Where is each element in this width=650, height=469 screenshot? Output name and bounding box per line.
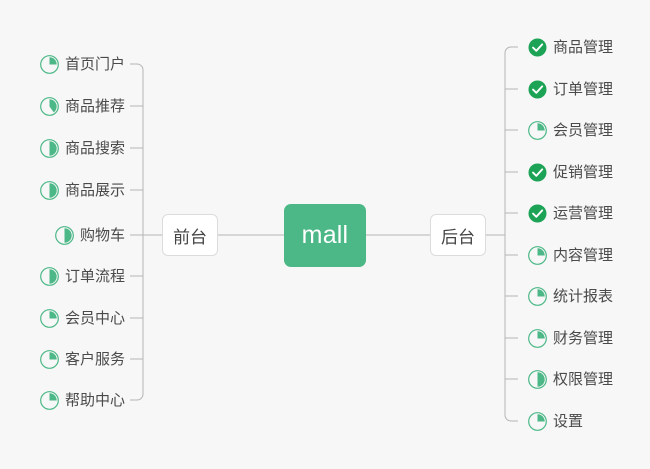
center-node-mall[interactable]: mall — [284, 204, 366, 267]
leaf-item-label: 商品管理 — [553, 38, 614, 56]
leaf-item-label: 首页门户 — [64, 55, 125, 73]
check-circle-icon — [528, 204, 547, 223]
leaf-item-backend-3[interactable]: 促销管理 — [528, 160, 613, 184]
pie-progress-icon — [40, 349, 59, 369]
leaf-item-backend-4[interactable]: 运营管理 — [528, 201, 613, 225]
pie-progress-icon — [55, 225, 74, 245]
pie-progress-icon — [40, 96, 59, 116]
branch-node-backend-label: 后台 — [441, 227, 475, 247]
leaf-item-label: 会员管理 — [553, 121, 614, 139]
leaf-item-label: 订单流程 — [64, 267, 125, 285]
leaf-item-label: 设置 — [553, 412, 584, 430]
leaf-item-label: 财务管理 — [553, 329, 614, 347]
pie-progress-icon — [40, 54, 59, 74]
pie-progress-icon — [528, 245, 547, 265]
branch-node-backend[interactable]: 后台 — [430, 214, 486, 256]
leaf-item-frontend-8[interactable]: 帮助中心 — [40, 388, 125, 412]
leaf-item-label: 商品推荐 — [64, 97, 125, 115]
center-node-label: mall — [301, 221, 349, 249]
leaf-item-frontend-1[interactable]: 商品推荐 — [40, 94, 125, 118]
check-circle-icon — [528, 38, 547, 57]
leaf-item-label: 权限管理 — [553, 370, 614, 388]
leaf-item-label: 商品搜索 — [64, 139, 125, 157]
pie-progress-icon — [528, 328, 547, 348]
leaf-item-frontend-2[interactable]: 商品搜索 — [40, 136, 125, 160]
pie-progress-icon — [40, 138, 59, 158]
pie-progress-icon — [40, 266, 59, 286]
pie-progress-icon — [528, 286, 547, 306]
leaf-item-backend-1[interactable]: 订单管理 — [528, 77, 613, 101]
leaf-item-label: 内容管理 — [553, 246, 614, 264]
leaf-item-backend-5[interactable]: 内容管理 — [528, 243, 613, 267]
pie-progress-icon — [528, 120, 547, 140]
leaf-item-frontend-7[interactable]: 客户服务 — [40, 347, 125, 371]
leaf-item-frontend-0[interactable]: 首页门户 — [40, 52, 125, 76]
leaf-item-backend-7[interactable]: 财务管理 — [528, 326, 613, 350]
branch-node-frontend[interactable]: 前台 — [162, 214, 218, 256]
leaf-item-label: 购物车 — [79, 226, 125, 244]
pie-progress-icon — [40, 180, 59, 200]
leaf-item-label: 订单管理 — [553, 80, 614, 98]
pie-progress-icon — [528, 411, 547, 431]
pie-progress-icon — [40, 308, 59, 328]
check-circle-icon — [528, 80, 547, 99]
branch-node-frontend-label: 前台 — [173, 227, 207, 247]
check-circle-icon — [528, 163, 547, 182]
leaf-item-frontend-3[interactable]: 商品展示 — [40, 178, 125, 202]
leaf-item-label: 客户服务 — [64, 350, 125, 368]
leaf-item-backend-9[interactable]: 设置 — [528, 409, 583, 433]
leaf-item-backend-6[interactable]: 统计报表 — [528, 284, 613, 308]
leaf-item-label: 促销管理 — [553, 163, 614, 181]
leaf-item-frontend-4[interactable]: 购物车 — [55, 223, 125, 247]
leaf-item-label: 统计报表 — [553, 287, 614, 305]
leaf-item-frontend-6[interactable]: 会员中心 — [40, 306, 125, 330]
leaf-item-label: 商品展示 — [64, 181, 125, 199]
leaf-item-label: 帮助中心 — [64, 391, 125, 409]
pie-progress-icon — [40, 390, 59, 410]
leaf-item-label: 会员中心 — [64, 309, 125, 327]
leaf-item-label: 运营管理 — [553, 204, 614, 222]
leaf-item-backend-2[interactable]: 会员管理 — [528, 118, 613, 142]
leaf-item-backend-8[interactable]: 权限管理 — [528, 367, 613, 391]
leaf-item-frontend-5[interactable]: 订单流程 — [40, 264, 125, 288]
leaf-item-backend-0[interactable]: 商品管理 — [528, 35, 613, 59]
pie-progress-icon — [528, 369, 547, 389]
